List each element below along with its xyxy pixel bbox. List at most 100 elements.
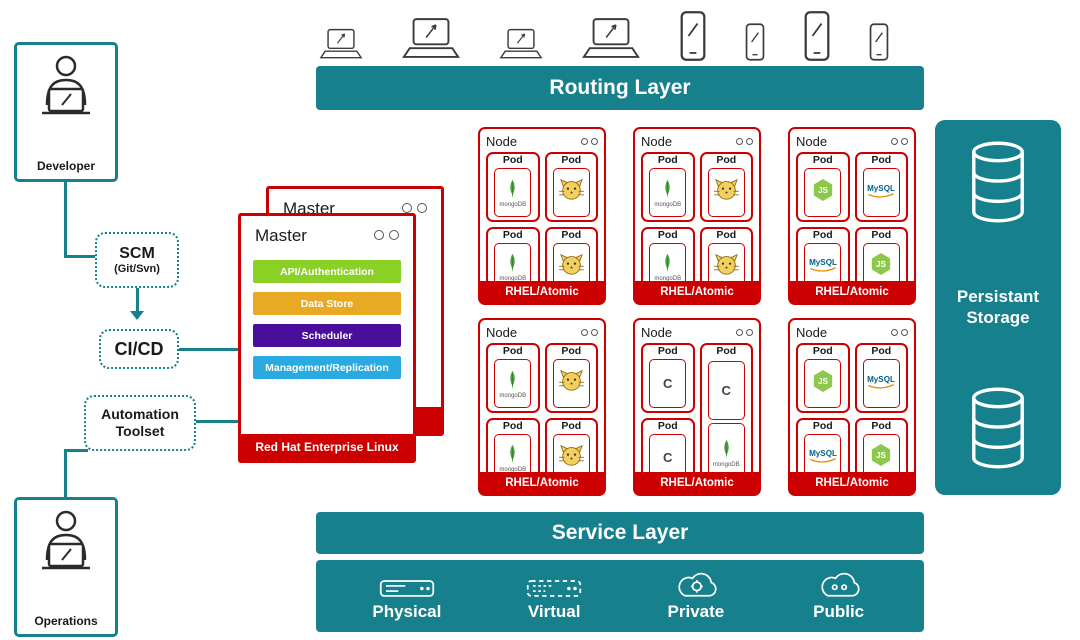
mongodb-icon: mongoDB <box>654 177 681 208</box>
persistent-storage-box: Persistant Storage <box>935 120 1061 495</box>
laptop-icon <box>498 26 544 62</box>
scm-box: SCM (Git/Svn) <box>95 232 179 288</box>
pod-label: Pod <box>502 419 523 432</box>
mysql-icon: MySQL <box>864 372 899 395</box>
svg-text:JS: JS <box>818 186 829 195</box>
pod: Pod <box>544 343 598 413</box>
automation-toolset-box: Automation Toolset <box>84 395 196 451</box>
arrow-scm-to-cicd <box>130 288 144 320</box>
pod-label: Pod <box>657 154 678 166</box>
master-os-banner: Red Hat Enterprise Linux <box>241 434 413 460</box>
pod-label: Pod <box>561 154 582 166</box>
node-title: Node <box>796 324 828 340</box>
pod-label: Pod <box>716 154 737 166</box>
public-cloud-icon <box>810 570 868 600</box>
service-layer-label: Service Layer <box>551 521 689 544</box>
node-header: Node <box>796 132 908 150</box>
phone-icon <box>744 22 766 62</box>
node-status-circles <box>733 132 753 150</box>
mysql-icon: MySQL <box>805 446 840 469</box>
pod: Pod mongoDB <box>486 343 540 413</box>
container-frame: C <box>707 361 745 420</box>
node-os-banner: RHEL/Atomic <box>635 281 759 303</box>
nodejs-frame: JS <box>804 168 842 217</box>
mongodb-caption: mongoDB <box>654 276 682 283</box>
infra-item-public: Public <box>810 570 868 622</box>
pod-label: Pod <box>716 228 737 241</box>
pod-label: Pod <box>716 345 737 357</box>
cicd-box: CI/CD <box>99 329 179 369</box>
phone-icon <box>678 10 708 62</box>
mongodb-icon: mongoDB <box>499 251 526 282</box>
svg-text:MySQL: MySQL <box>867 184 895 193</box>
mongodb-frame: mongoDB <box>649 168 687 217</box>
svg-text:JS: JS <box>876 451 887 460</box>
infra-item-physical: Physical <box>372 570 441 622</box>
pod-label: Pod <box>502 345 523 357</box>
mysql-frame: MySQL <box>862 359 900 408</box>
mongodb-caption: mongoDB <box>654 201 682 208</box>
infra-item-private: Private <box>667 570 725 622</box>
pod-label: Pod <box>561 228 582 241</box>
node-os-banner: RHEL/Atomic <box>790 472 914 494</box>
tomcat-icon <box>558 178 585 206</box>
persistent-storage-label: Persistant Storage <box>956 287 1040 327</box>
mongodb-caption: mongoDB <box>499 467 527 474</box>
node-title: Node <box>796 133 828 149</box>
master-status-circles <box>369 227 399 245</box>
infra-label: Physical <box>372 602 442 621</box>
connector-cicd-master <box>179 348 239 351</box>
node-header: Node <box>641 323 753 341</box>
cicd-label: CI/CD <box>114 338 164 359</box>
tomcat-icon <box>558 369 585 397</box>
tomcat-icon <box>713 253 740 281</box>
pod-label: Pod <box>657 419 678 432</box>
infra-label: Public <box>813 602 865 621</box>
svg-text:JS: JS <box>818 377 829 386</box>
pod: Pod mongoDB <box>641 152 695 222</box>
virtual-server-icon <box>526 570 582 600</box>
pod-label: Pod <box>657 228 678 241</box>
pod-label: Pod <box>561 345 582 357</box>
pod-label: Pod <box>561 419 582 432</box>
routing-layer-label: Routing Layer <box>549 76 691 99</box>
infra-label: Private <box>667 602 725 621</box>
mongodb-icon: mongoDB <box>499 442 526 473</box>
node-os-banner: RHEL/Atomic <box>790 281 914 303</box>
node-status-circles <box>733 323 753 341</box>
phone-icon <box>868 22 890 62</box>
pod-label: Pod <box>871 419 892 432</box>
database-cylinder-icon <box>967 386 1029 475</box>
developer-label: Developer <box>36 159 96 173</box>
container-icon: C <box>663 450 673 466</box>
physical-server-icon <box>379 570 435 600</box>
node-header: Node <box>486 323 598 341</box>
node-os-banner: RHEL/Atomic <box>635 472 759 494</box>
node-header: Node <box>796 323 908 341</box>
pod-label: Pod <box>871 154 892 166</box>
pod-label: Pod <box>657 345 678 357</box>
svg-text:MySQL: MySQL <box>809 258 837 267</box>
mongodb-icon: mongoDB <box>654 251 681 282</box>
connector-developer-scm-vertical <box>64 182 67 258</box>
container-icon: C <box>663 375 673 391</box>
tomcat-icon <box>713 178 740 206</box>
connector-automation-master <box>196 420 240 423</box>
pod-label: Pod <box>812 345 833 357</box>
mongodb-frame: mongoDB <box>494 359 532 408</box>
pod-label: Pod <box>502 228 523 241</box>
operations-person-icon <box>30 508 102 579</box>
automation-toolset-label: Automation Toolset <box>101 405 179 440</box>
master-back-status-circles <box>397 200 427 218</box>
pod-label: Pod <box>812 228 833 241</box>
